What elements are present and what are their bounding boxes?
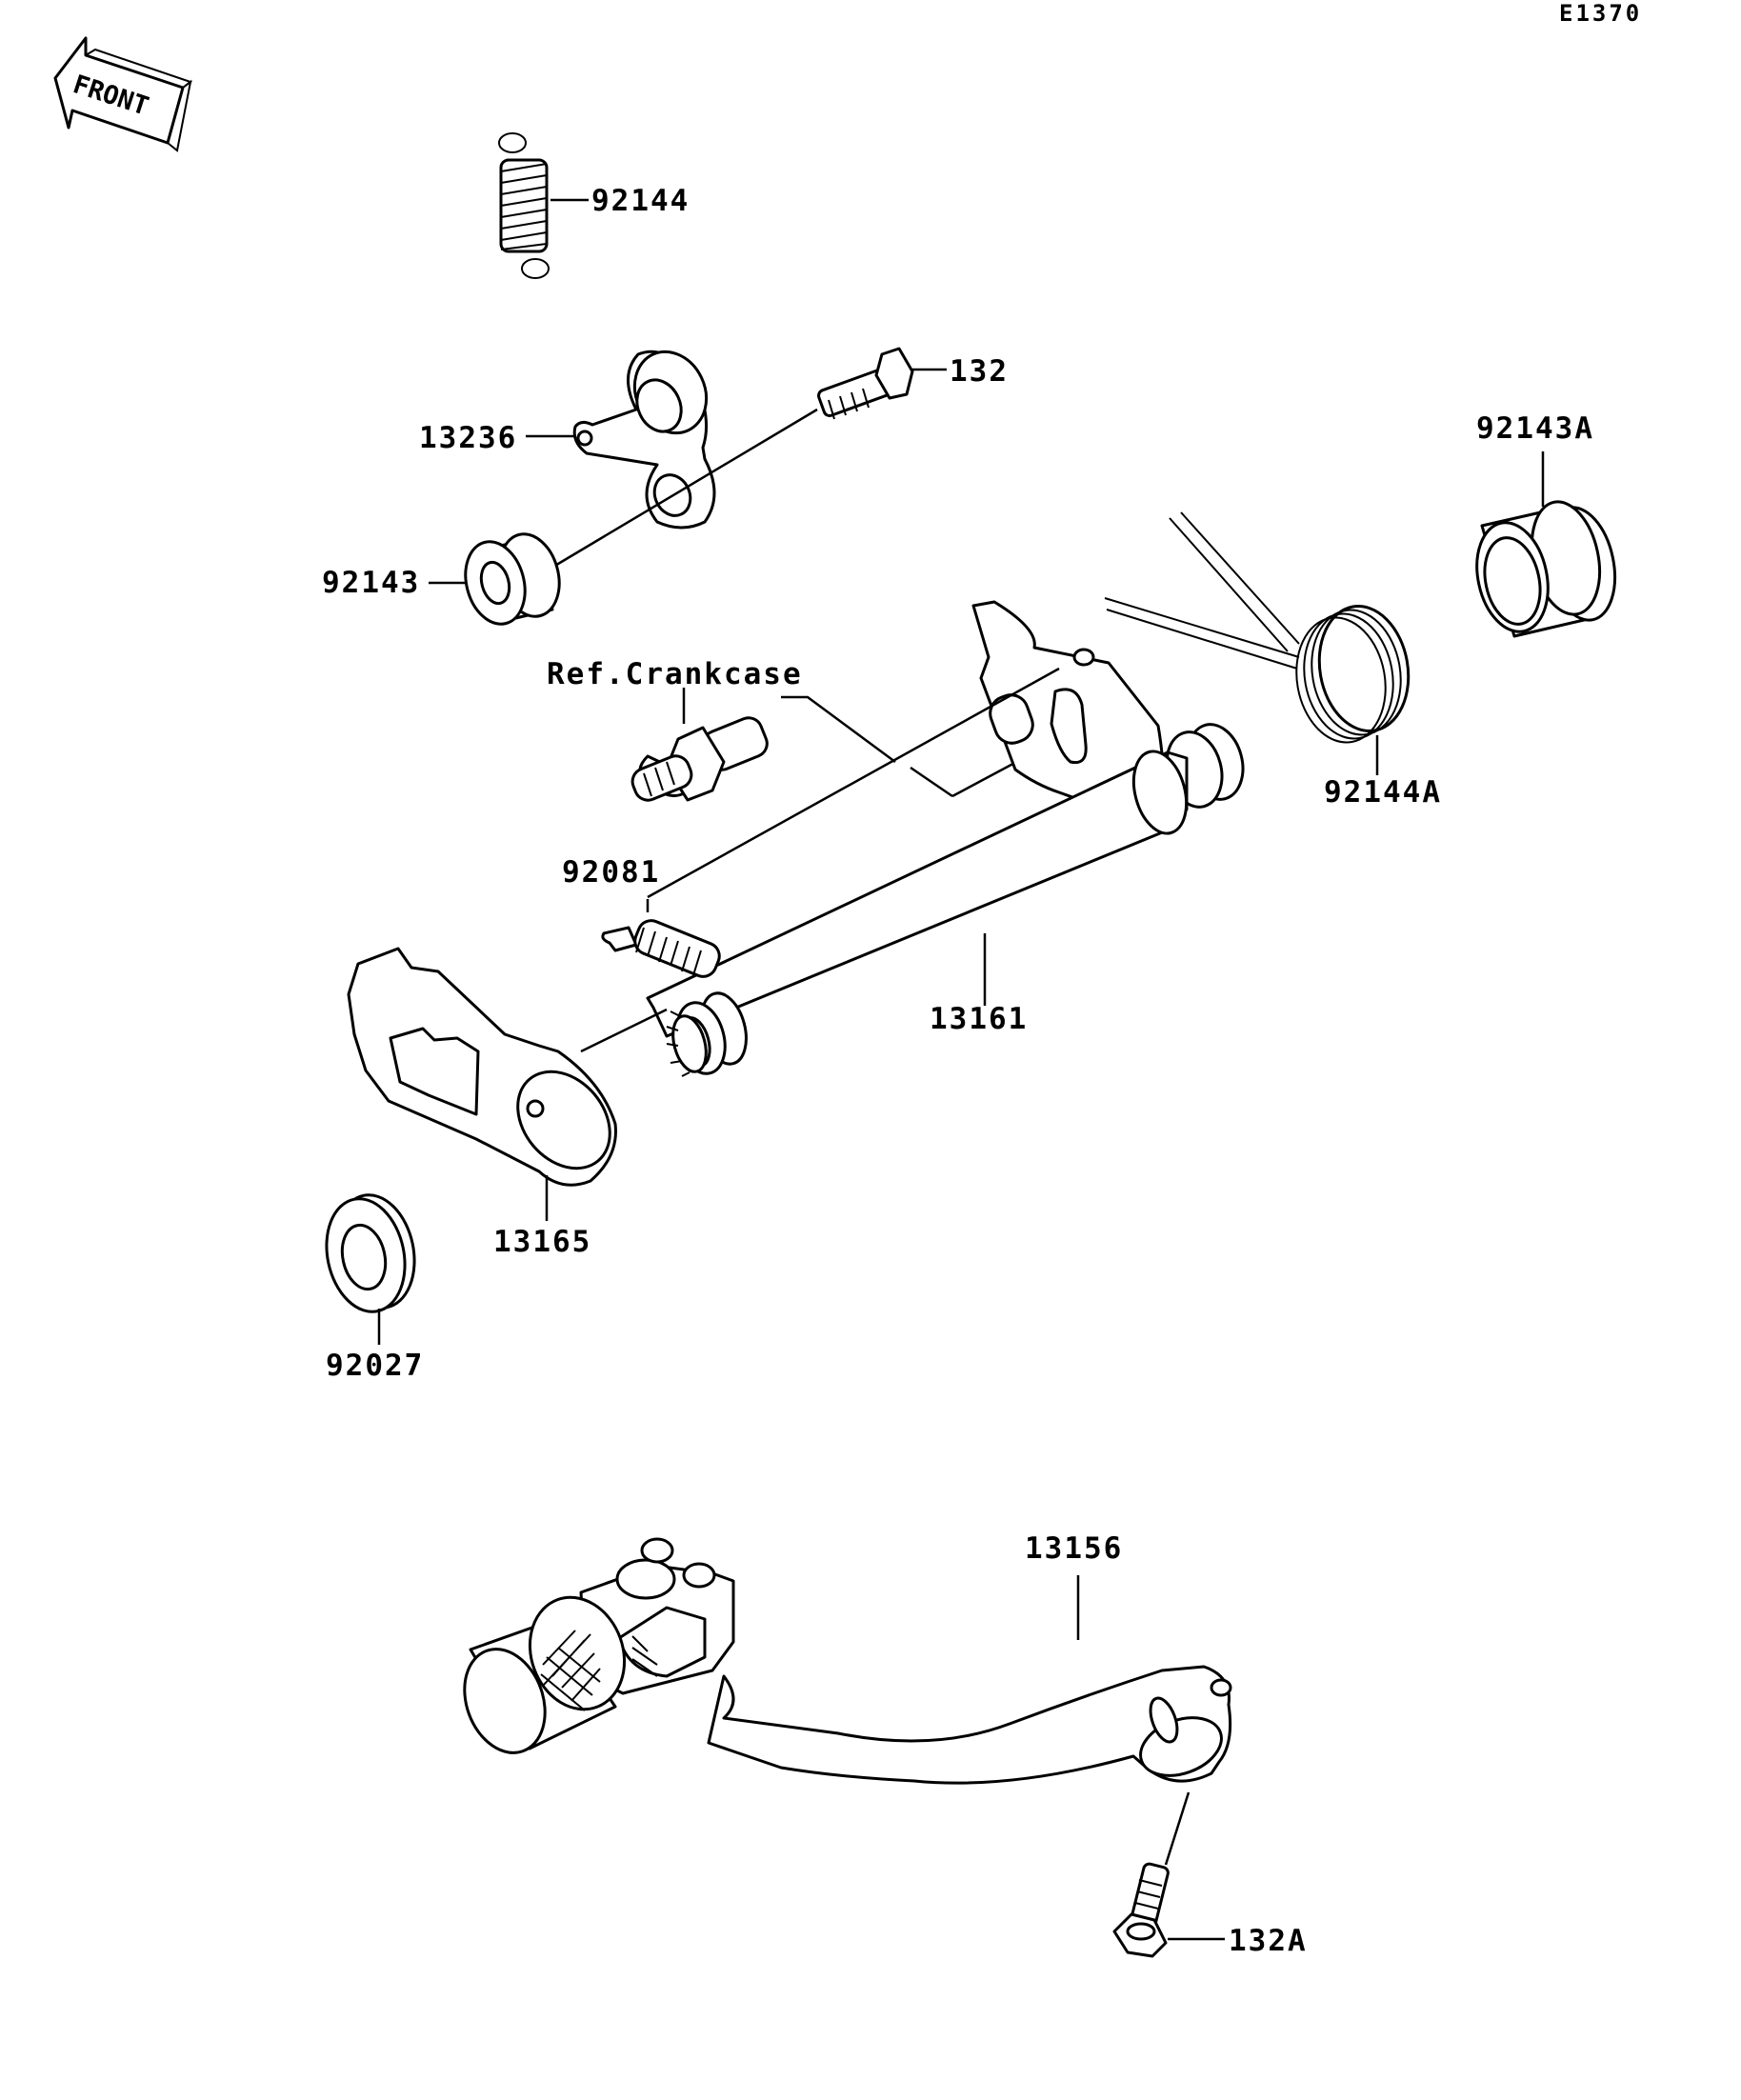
torsion-spring-92144A-icon (1104, 511, 1411, 744)
label-132: 132 (950, 354, 1009, 389)
spring-92144-icon (498, 132, 550, 279)
spring-92081-icon (601, 919, 721, 978)
label-92143A: 92143A (1476, 411, 1594, 446)
label-ref-crankcase: Ref.Crankcase (547, 657, 803, 691)
pin-crankcase-icon (630, 716, 769, 802)
shift-pedal-13156-icon (463, 1537, 1232, 1785)
bolt-132A-icon (1112, 1862, 1170, 1958)
lever-13236-icon (572, 350, 716, 530)
label-92081: 92081 (562, 855, 660, 890)
collar-92143-icon (464, 532, 561, 626)
diagram-code: E1370 (1559, 0, 1642, 27)
label-132A: 132A (1229, 1924, 1308, 1958)
label-13236: 13236 (419, 421, 517, 455)
label-92144: 92144 (591, 184, 690, 218)
shift-shaft-13161-icon (646, 600, 1245, 1077)
bolt-132-icon (817, 347, 914, 420)
label-92143: 92143 (322, 566, 420, 600)
label-92027: 92027 (326, 1349, 424, 1383)
washer-92027-icon (325, 1193, 416, 1313)
bushing-92143A-icon (1475, 500, 1617, 638)
front-arrow-icon: FRONT (53, 36, 193, 152)
label-92144A: 92144A (1324, 775, 1442, 810)
lever-13165-icon (347, 947, 617, 1187)
label-13156: 13156 (1025, 1531, 1123, 1566)
label-13161: 13161 (930, 1002, 1028, 1036)
label-13165: 13165 (493, 1225, 591, 1259)
